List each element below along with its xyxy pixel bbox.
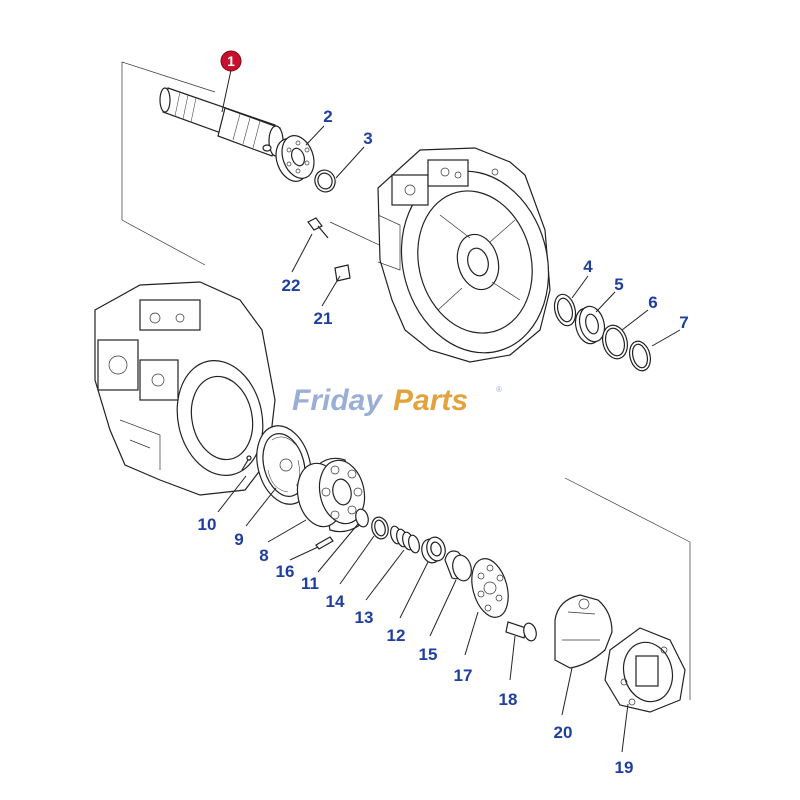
callout-18-label[interactable]: 18 — [499, 690, 518, 709]
watermark: Friday Parts ® — [292, 384, 502, 417]
callout-3-label[interactable]: 3 — [363, 129, 372, 148]
piston-part — [505, 621, 537, 642]
callout-17-label[interactable]: 17 — [454, 666, 473, 685]
spring-part — [390, 525, 420, 554]
cradle-part — [604, 627, 686, 713]
watermark-text-friday: Friday — [292, 384, 383, 417]
callout-20-label[interactable]: 20 — [554, 723, 573, 742]
callout-1[interactable]: 1 — [220, 50, 242, 72]
retaining-ring-part — [553, 293, 577, 327]
frame-lines — [121, 61, 691, 700]
callout-7-label[interactable]: 7 — [679, 313, 688, 332]
shaft-part — [159, 87, 284, 157]
pin-part — [334, 264, 351, 282]
bolt-part — [307, 217, 329, 239]
callout-21-label[interactable]: 21 — [314, 309, 333, 328]
ball-guide-part — [444, 550, 472, 582]
callout-5-label[interactable]: 5 — [614, 275, 623, 294]
callout-14-label[interactable]: 14 — [326, 592, 345, 611]
callout-6-label[interactable]: 6 — [648, 293, 657, 312]
callout-22-label[interactable]: 22 — [282, 276, 301, 295]
retainer-plate-part — [471, 558, 509, 618]
callout-2-label[interactable]: 2 — [323, 107, 332, 126]
watermark-registered-mark: ® — [496, 385, 502, 394]
ring-part-14 — [371, 516, 389, 540]
snap-ring-part-11 — [355, 508, 369, 528]
callout-labels: 2 3 4 5 6 7 8 9 10 11 12 13 14 15 16 17 … — [198, 107, 689, 777]
callout-8-label[interactable]: 8 — [259, 546, 268, 565]
snap-ring-part — [314, 169, 336, 193]
upper-pump-housing — [377, 147, 551, 363]
cylinder-block-part — [296, 457, 366, 533]
leader-lines — [217, 69, 681, 753]
callout-16-label[interactable]: 16 — [276, 562, 295, 581]
callout-13-label[interactable]: 13 — [355, 608, 374, 627]
circlip-part — [628, 340, 652, 372]
callout-10-label[interactable]: 10 — [198, 515, 217, 534]
callout-15-label[interactable]: 15 — [419, 645, 438, 664]
collar-part — [421, 536, 446, 564]
watermark-text-parts: Parts — [393, 384, 468, 417]
dowel-pin-part — [315, 536, 334, 550]
callout-1-label: 1 — [227, 53, 235, 69]
swash-plate-part — [554, 594, 613, 669]
callout-4-label[interactable]: 4 — [583, 257, 593, 276]
callout-11-label[interactable]: 11 — [301, 574, 319, 593]
bearing-part — [275, 135, 315, 182]
o-ring-part — [602, 324, 628, 360]
callout-19-label[interactable]: 19 — [615, 758, 634, 777]
lower-pump-housing — [94, 281, 276, 496]
callout-12-label[interactable]: 12 — [387, 626, 406, 645]
callout-9-label[interactable]: 9 — [234, 530, 243, 549]
callout-1-marker — [220, 50, 242, 72]
small-pin-part — [241, 455, 252, 471]
oil-seal-part — [574, 305, 606, 345]
